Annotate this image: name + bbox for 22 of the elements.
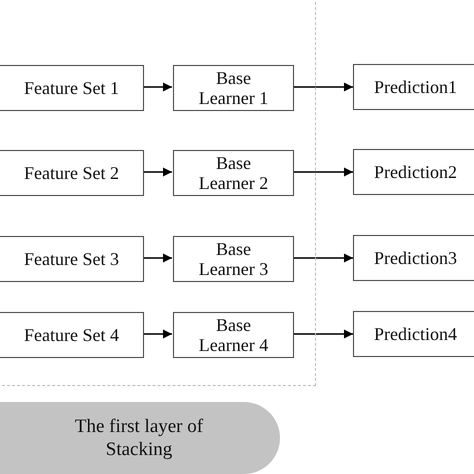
process-box: Prediction1 — [353, 64, 474, 110]
process-box: Prediction3 — [353, 235, 474, 281]
process-box: Prediction4 — [353, 311, 474, 357]
arrow — [293, 330, 353, 338]
process-box: Base Learner 4 — [173, 312, 294, 358]
process-box: Feature Set 4 — [0, 312, 144, 358]
arrow — [143, 330, 172, 338]
process-box: Feature Set 2 — [0, 150, 144, 196]
layer-label: The first layer of Stacking — [0, 402, 280, 474]
arrow — [293, 82, 353, 92]
process-box: Base Learner 2 — [173, 150, 294, 196]
process-box: Base Learner 1 — [173, 65, 294, 111]
process-box: Feature Set 1 — [0, 65, 144, 111]
process-box: Base Learner 3 — [173, 236, 294, 282]
arrow — [143, 168, 172, 176]
arrow — [293, 254, 353, 262]
process-box: Prediction2 — [353, 149, 474, 195]
process-box: Feature Set 3 — [0, 236, 144, 282]
arrow — [143, 254, 172, 262]
arrow — [143, 82, 172, 92]
dashed-region — [0, 0, 316, 386]
arrow — [293, 168, 353, 176]
